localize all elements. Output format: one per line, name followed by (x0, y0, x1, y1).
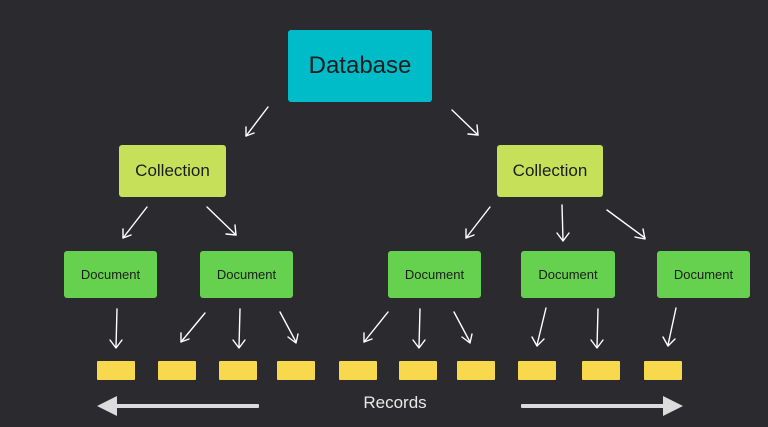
document-node-3: Document (388, 251, 481, 298)
document-label: Document (673, 267, 734, 282)
connector-coll1-doc2 (206, 206, 237, 236)
record-block (97, 361, 135, 380)
record-block (644, 361, 682, 380)
collection-node-left: Collection (119, 145, 226, 197)
collection-node-right: Collection (497, 145, 603, 197)
document-node-5: Document (657, 251, 750, 298)
connector-doc3-rec7 (453, 311, 473, 344)
records-label: Records (363, 393, 427, 412)
database-node: Database (288, 30, 432, 102)
connector-doc3-rec5 (363, 311, 389, 343)
connector-doc3-rec6 (412, 308, 426, 349)
document-label: Document (538, 267, 598, 282)
record-block (582, 361, 620, 380)
record-block (158, 361, 196, 380)
database-label: Database (308, 52, 412, 79)
record-block (339, 361, 377, 380)
connector-coll2-doc4 (556, 204, 570, 242)
document-label: Document (80, 267, 141, 282)
connector-doc4-rec8 (531, 307, 547, 347)
connector-doc4-rec9 (590, 308, 604, 349)
records-left-arrow (97, 396, 259, 416)
document-label: Document (404, 267, 465, 282)
collection-label: Collection (512, 161, 588, 180)
document-node-2: Document (200, 251, 293, 298)
connector-coll1-doc1 (122, 206, 148, 239)
record-block (457, 361, 495, 380)
connector-doc2-rec2 (180, 312, 206, 343)
record-block (219, 361, 257, 380)
record-block (518, 361, 556, 380)
connector-doc2-rec4 (279, 311, 299, 344)
record-block (399, 361, 437, 380)
record-block (277, 361, 315, 380)
connector-db-right-collection (451, 109, 479, 136)
document-label: Document (216, 267, 277, 282)
collection-label: Collection (135, 161, 210, 180)
records-right-arrow (521, 396, 683, 416)
connector-coll2-doc5 (606, 209, 646, 240)
connector-doc5-rec10 (662, 307, 677, 347)
connector-doc1-rec1 (109, 308, 123, 349)
document-node-1: Document (64, 251, 157, 298)
document-node-4: Document (521, 251, 615, 298)
connector-coll2-doc3 (465, 206, 491, 239)
connector-db-left-collection (245, 106, 269, 137)
connector-doc2-rec3 (232, 308, 246, 349)
